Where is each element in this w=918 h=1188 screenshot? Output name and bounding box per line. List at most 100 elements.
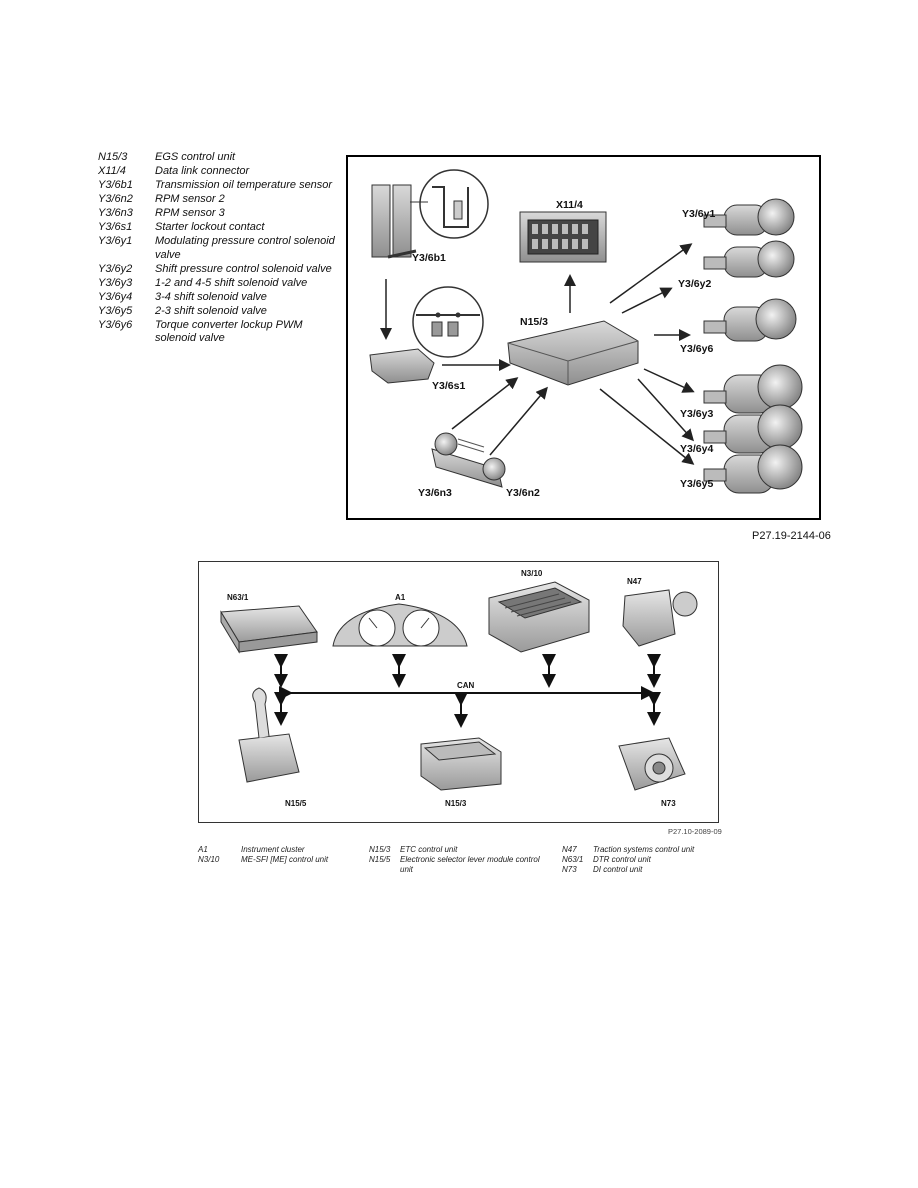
legend-description: 1-2 and 4-5 shift solenoid valve xyxy=(155,276,308,289)
can-legend-description: DI control unit xyxy=(593,865,643,874)
legend-code: Y3/6y5 xyxy=(98,304,133,317)
legend-code: Y3/6n3 xyxy=(98,207,133,219)
label-y36y5: Y3/6y5 xyxy=(680,478,713,490)
selector-lever-module-graphic xyxy=(238,687,300,783)
temperature-sensor-graphic xyxy=(371,169,489,259)
label-can: CAN xyxy=(457,681,475,690)
legend-code: Y3/6y4 xyxy=(98,290,133,303)
can-legend-row: A1 Instrument cluster xyxy=(198,845,363,855)
lockout-contact-magnifier xyxy=(412,286,484,358)
legend-description: RPM sensor 3 xyxy=(155,207,225,219)
legend-code: Y3/6n2 xyxy=(98,193,133,205)
legend-description: Transmission oil temperature sensor xyxy=(155,179,333,191)
can-legend-code: N63/1 xyxy=(562,855,584,864)
legend-code: Y3/6s1 xyxy=(98,221,133,233)
legend-description: Data link connector xyxy=(155,165,250,177)
legend-row: Y3/6n2 RPM sensor 2 xyxy=(98,193,338,207)
etc-control-unit-graphic xyxy=(420,737,502,791)
can-legend-row: N15/3 ETC control unit xyxy=(369,845,554,855)
can-legend-row: N73 DI control unit xyxy=(562,865,732,875)
label-n73: N73 xyxy=(661,799,676,808)
can-legend-code: N15/3 xyxy=(369,845,391,854)
can-legend-description: ETC control unit xyxy=(400,845,458,854)
legend-code: X11/4 xyxy=(98,165,126,177)
can-legend-row: N47 Traction systems control unit xyxy=(562,845,732,855)
label-y36y1: Y3/6y1 xyxy=(682,208,715,220)
legend-description: 3-4 shift solenoid valve xyxy=(155,290,267,303)
figure1-reference: P27.19-2144-06 xyxy=(752,530,831,542)
can-network-diagram: CAN N63/1 A1 xyxy=(198,561,719,823)
label-y36y6: Y3/6y6 xyxy=(680,343,713,355)
legend-description: EGS control unit xyxy=(155,151,236,163)
legend-row: Y3/6y4 3-4 shift solenoid valve xyxy=(98,291,338,305)
can-legend-description: Electronic selector lever module control… xyxy=(400,855,540,874)
can-legend-code: A1 xyxy=(198,845,208,854)
label-x114: X11/4 xyxy=(556,199,583,211)
can-legend-code: N73 xyxy=(562,865,577,874)
dtr-control-unit-graphic xyxy=(220,605,318,654)
legend-row: Y3/6y5 2-3 shift solenoid valve xyxy=(98,305,338,319)
label-y36s1: Y3/6s1 xyxy=(432,380,465,392)
label-n310: N3/10 xyxy=(521,569,543,578)
legend-row: Y3/6s1 Starter lockout contact xyxy=(98,221,338,235)
egs-component-diagram: Y3/6b1 Y3/6s1 xyxy=(346,155,821,520)
legend-code: N15/3 xyxy=(98,151,128,163)
label-y36y4: Y3/6y4 xyxy=(680,443,713,455)
label-n47: N47 xyxy=(627,577,642,586)
legend-code: Y3/6b1 xyxy=(98,179,133,191)
label-n153-can: N15/3 xyxy=(445,799,467,808)
legend-row: Y3/6y1 Modulating pressure control soleno… xyxy=(98,235,338,262)
label-n153: N15/3 xyxy=(520,316,548,328)
legend-description: Modulating pressure control solenoid val… xyxy=(155,235,335,261)
legend-row: Y3/6n3 RPM sensor 3 xyxy=(98,207,338,221)
label-y36b1: Y3/6b1 xyxy=(412,252,446,264)
legend-description: RPM sensor 2 xyxy=(155,193,225,205)
instrument-cluster-graphic xyxy=(332,603,468,647)
legend-description: 2-3 shift solenoid valve xyxy=(155,304,267,317)
can-legend-row: N3/10 ME-SFI [ME] control unit xyxy=(198,855,363,865)
solenoid-valves-graphic xyxy=(703,198,803,494)
legend-row: Y3/6y3 1-2 and 4-5 shift solenoid valve xyxy=(98,277,338,291)
legend-row: Y3/6b1 Transmission oil temperature senso… xyxy=(98,179,338,193)
legend-code: Y3/6y6 xyxy=(98,318,133,331)
legend-code: Y3/6y1 xyxy=(98,235,133,247)
can-legend-code: N15/5 xyxy=(369,855,391,864)
legend-row: N15/3 EGS control unit xyxy=(98,151,338,165)
can-diagram-svg: CAN N63/1 A1 xyxy=(220,569,698,808)
me-sfi-control-unit-graphic xyxy=(488,581,590,653)
data-link-connector-graphic xyxy=(519,211,607,263)
figure2-reference: P27.10-2089-09 xyxy=(668,827,722,836)
legend-row: X11/4 Data link connector xyxy=(98,165,338,179)
egs-control-unit-graphic xyxy=(507,320,639,386)
can-legend-row: N63/1 DTR control unit xyxy=(562,855,732,865)
legend-description: Shift pressure control solenoid valve xyxy=(155,262,332,275)
label-n155: N15/5 xyxy=(285,799,307,808)
can-legend-description: ME-SFI [ME] control unit xyxy=(241,855,329,864)
label-a1: A1 xyxy=(395,593,406,602)
can-legend-description: DTR control unit xyxy=(593,855,651,864)
rpm-sensor-graphic xyxy=(431,432,506,488)
legend-description: Torque converter lockup PWM solenoid val… xyxy=(155,318,303,345)
can-legend-row: N15/5 Electronic selector lever module co… xyxy=(369,855,554,875)
can-legend-code: N3/10 xyxy=(198,855,220,864)
label-y36y2: Y3/6y2 xyxy=(678,278,711,290)
legend-code: Y3/6y3 xyxy=(98,276,133,289)
label-n631: N63/1 xyxy=(227,593,249,602)
label-y36n3: Y3/6n3 xyxy=(418,487,452,499)
traction-control-unit-graphic xyxy=(622,589,698,647)
label-y36n2: Y3/6n2 xyxy=(506,487,540,499)
starter-lockout-contact-graphic xyxy=(369,348,435,384)
legend-row: Y3/6y2 Shift pressure control solenoid va… xyxy=(98,263,338,277)
can-legend-description: Traction systems control unit xyxy=(593,845,695,854)
egs-diagram-svg: Y3/6b1 Y3/6s1 xyxy=(369,169,803,499)
legend-description: Starter lockout contact xyxy=(155,221,265,233)
can-legend-code: N47 xyxy=(562,845,577,854)
legend-row: Y3/6y6 Torque converter lockup PWM soleno… xyxy=(98,319,338,346)
di-control-unit-graphic xyxy=(618,737,686,791)
can-legend-description: Instrument cluster xyxy=(241,845,305,854)
legend-code: Y3/6y2 xyxy=(98,262,133,275)
